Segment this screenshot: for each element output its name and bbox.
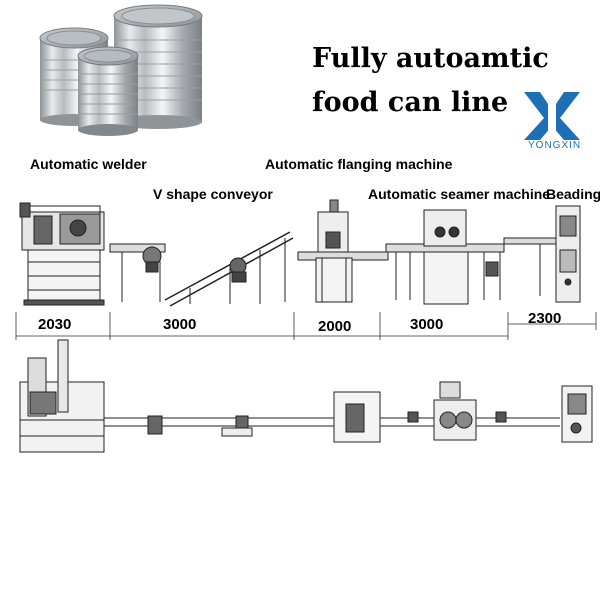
welder-machine [19, 202, 105, 306]
title-line-2: food can line [312, 87, 509, 118]
flat-conveyor [109, 243, 166, 302]
can-front [77, 46, 139, 136]
seamer-machine [385, 209, 505, 305]
can-left [39, 27, 109, 126]
welder-top [19, 339, 105, 453]
label-v-conveyor: V shape conveyor [153, 186, 273, 202]
title-line-1: Fully autoamtic [312, 43, 549, 74]
v-conveyor [164, 231, 294, 307]
dimension-label: 2030 [38, 316, 72, 333]
can-right [113, 4, 203, 129]
label-beading: Beading [546, 186, 600, 202]
dimension-lines [15, 312, 597, 340]
brand-name: YONGXIN [528, 140, 582, 151]
label-flanging: Automatic flanging machine [265, 156, 453, 172]
label-seamer: Automatic seamer machine [368, 186, 551, 202]
flanging-machine [297, 199, 389, 303]
dimension-label: 3000 [163, 316, 197, 333]
dimension-label: 3000 [410, 316, 444, 333]
seamer-top [380, 381, 560, 441]
label-welder: Automatic welder [30, 156, 147, 172]
dimension-label: 2300 [528, 310, 562, 327]
beading-machine [555, 205, 581, 303]
plan-conveyor [104, 415, 334, 437]
dimension-label: 2000 [318, 318, 352, 335]
flanging-top [333, 391, 381, 443]
output-conveyor [503, 237, 557, 296]
beading-top [561, 385, 593, 443]
